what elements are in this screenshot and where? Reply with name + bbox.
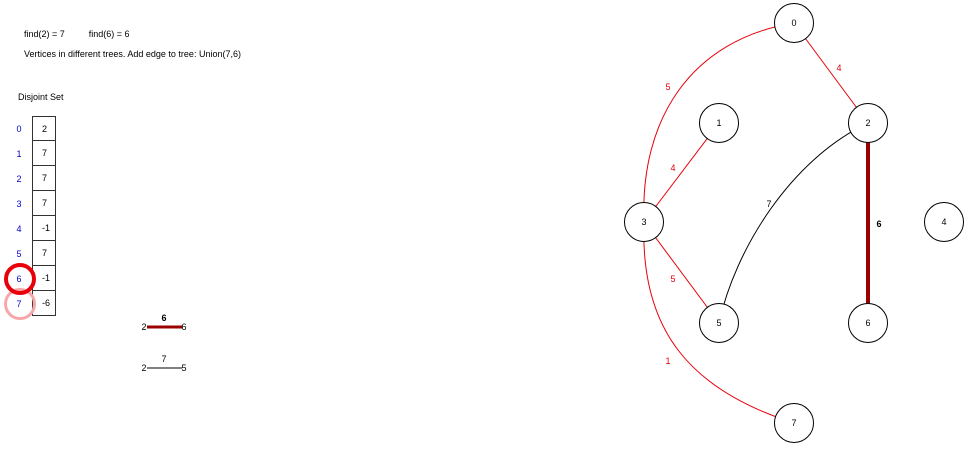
- disjoint-set-title: Disjoint Set: [18, 92, 64, 102]
- ds-cell-3: 7: [32, 191, 56, 216]
- vertex-2: 2: [848, 103, 888, 143]
- svg-text:3: 3: [641, 217, 646, 227]
- ds-cell-4: -1: [32, 216, 56, 241]
- edge-weight-3-7: 1: [665, 356, 670, 366]
- svg-text:7: 7: [791, 418, 796, 428]
- queue-edge-weight: 7: [161, 354, 166, 364]
- edge-weight-0-3: 5: [665, 82, 670, 92]
- vertex-4: 4: [924, 202, 964, 242]
- edge-queue-item-current: 2 6 6: [141, 313, 186, 332]
- highlight-ring-current: [4, 263, 36, 295]
- svg-text:1: 1: [716, 118, 721, 128]
- edge-weight-0-2: 4: [836, 63, 841, 73]
- ds-cell-6: -1: [32, 266, 56, 291]
- ds-cell-2: 7: [32, 166, 56, 191]
- ds-cell-1: 7: [32, 141, 56, 166]
- svg-text:4: 4: [941, 217, 946, 227]
- queue-edge-from: 2: [141, 322, 146, 332]
- edge-0-2: [793, 22, 869, 124]
- ds-index-4: 4: [16, 224, 22, 234]
- find-result-a: find(2) = 7: [24, 29, 65, 39]
- status-message: Vertices in different trees. Add edge to…: [24, 49, 241, 59]
- queue-edge-to: 6: [181, 322, 186, 332]
- edge-0-3: [643, 22, 795, 223]
- ds-cell-0: 2: [32, 116, 56, 141]
- vertex-6: 6: [848, 303, 888, 343]
- ds-index-0: 0: [16, 124, 22, 134]
- vertex-0: 0: [774, 3, 814, 43]
- svg-text:5: 5: [716, 318, 721, 328]
- svg-text:6: 6: [865, 318, 870, 328]
- vertex-1: 1: [699, 103, 739, 143]
- edge-queue-item-pending: 2 5 7: [141, 354, 186, 373]
- queue-edge-to: 5: [181, 363, 186, 373]
- edge-3-7: [643, 221, 795, 424]
- edge-weight-2-6: 6: [876, 219, 881, 229]
- edge-2-5: [718, 122, 869, 324]
- edge-weight-2-5: 7: [766, 199, 771, 209]
- ds-index-1: 1: [16, 149, 22, 159]
- edge-3-5: [643, 221, 720, 324]
- ds-index-2: 2: [16, 174, 22, 184]
- ds-cell-7: -6: [32, 291, 56, 316]
- queue-edge-weight: 6: [161, 313, 166, 323]
- vertex-5: 5: [699, 303, 739, 343]
- queue-edge-from: 2: [141, 363, 146, 373]
- find-status: find(2) = 7 find(6) = 6: [24, 29, 130, 39]
- edge-weight-3-5: 5: [670, 274, 675, 284]
- edge-1-3: [643, 122, 720, 223]
- find-result-b: find(6) = 6: [88, 29, 130, 39]
- ds-index-5: 5: [16, 249, 22, 259]
- svg-text:0: 0: [791, 18, 796, 28]
- edge-weight-1-3: 4: [670, 163, 675, 173]
- ds-index-3: 3: [16, 199, 22, 209]
- vertex-7: 7: [774, 403, 814, 443]
- svg-text:2: 2: [865, 118, 870, 128]
- vertex-3: 3: [624, 202, 664, 242]
- ds-cell-5: 7: [32, 241, 56, 266]
